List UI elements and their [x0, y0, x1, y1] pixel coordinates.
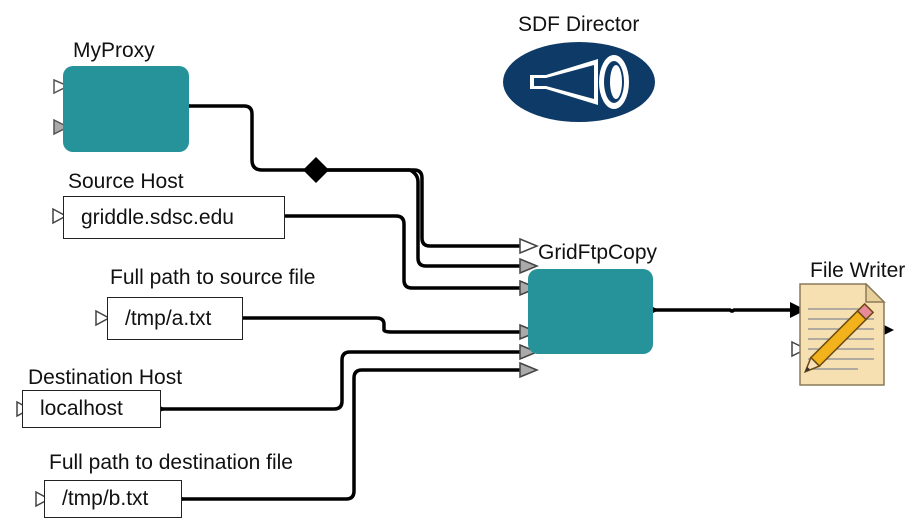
relation-diamond[interactable] — [303, 157, 329, 183]
sourcefile-value-box[interactable]: /tmp/a.txt — [107, 297, 243, 340]
gridftp-input-port-1[interactable] — [519, 237, 539, 255]
myproxy-input-port-1[interactable] — [53, 78, 70, 95]
myproxy-input-port-2[interactable] — [53, 118, 70, 136]
destfile-value: /tmp/b.txt — [62, 487, 149, 510]
wire-relation-to-gridftp-1[interactable] — [314, 168, 526, 248]
destfile-value-box[interactable]: /tmp/b.txt — [44, 480, 182, 518]
file-writer-document-icon[interactable] — [798, 283, 886, 386]
sourcehost-label: Source Host — [68, 170, 184, 193]
sdf-director-icon[interactable] — [502, 41, 656, 123]
sourcehost-value-box[interactable]: griddle.sdsc.edu — [63, 196, 285, 239]
desthost-value-box[interactable]: localhost — [22, 390, 161, 428]
wire-destfile-to-gridftp[interactable] — [180, 368, 526, 501]
filewriter-input-port-1[interactable] — [790, 302, 806, 318]
myproxy-actor[interactable] — [63, 66, 189, 152]
gridftp-input-port-6[interactable] — [519, 361, 539, 379]
destfile-label: Full path to destination file — [49, 451, 293, 474]
desthost-value: localhost — [40, 397, 123, 420]
gridftpcopy-actor[interactable] — [528, 269, 653, 354]
sourcefile-label: Full path to source file — [110, 266, 316, 289]
director-label: SDF Director — [518, 13, 640, 36]
wire-proxy-to-relation[interactable] — [188, 104, 318, 172]
sourcefile-value: /tmp/a.txt — [125, 306, 212, 330]
sourcefile-input-port[interactable] — [95, 309, 111, 327]
wire-relation-to-gridftp-2[interactable] — [314, 168, 526, 268]
sourcehost-value: griddle.sdsc.edu — [81, 205, 234, 229]
filewriter-input-port-2[interactable] — [791, 340, 808, 358]
desthost-label: Destination Host — [28, 366, 183, 389]
wire-desthost-to-gridftp[interactable] — [160, 350, 526, 411]
sourcehost-input-port[interactable] — [52, 207, 68, 225]
destfile-input-port[interactable] — [35, 490, 51, 508]
wire-sourcehost-to-gridftp[interactable] — [282, 214, 526, 290]
wire-sourcefile-to-gridftp[interactable] — [238, 316, 526, 334]
myproxy-label: MyProxy — [73, 39, 155, 62]
gridftp-input-port-2[interactable] — [519, 257, 539, 275]
filewriter-label: File Writer — [810, 259, 906, 282]
gridftpcopy-label: GridFtpCopy — [538, 241, 658, 264]
wire-gridftp-to-filewriter[interactable] — [652, 308, 802, 313]
